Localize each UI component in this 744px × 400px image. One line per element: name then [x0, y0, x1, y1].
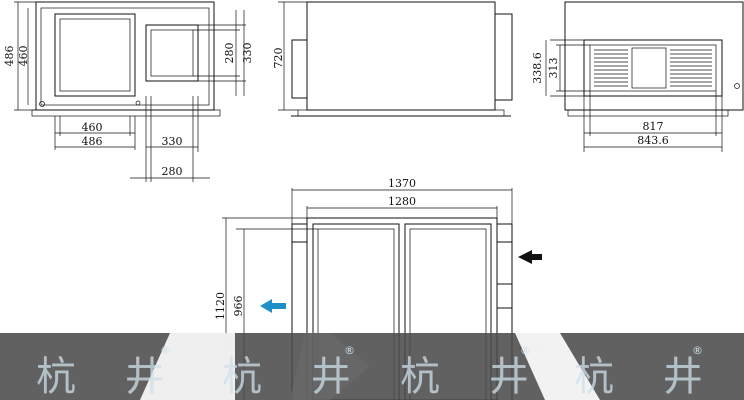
rear-center-panel [631, 47, 667, 89]
top-outer-frame [306, 217, 498, 400]
top-depth-inner-label: 966 [232, 296, 245, 317]
side-base [297, 109, 505, 117]
rear-height-inner-label: 313 [547, 58, 560, 79]
front-vent-width-inner-label: 280 [162, 165, 183, 178]
front-vent-height-outer-label: 330 [241, 43, 254, 64]
supply-air-arrow [260, 299, 286, 313]
rear-grille-right [670, 49, 712, 87]
top-bracket-top-right [496, 223, 513, 243]
front-width-inner-label: 460 [82, 121, 103, 134]
front-drain-port [135, 100, 141, 106]
front-outer-frame [35, 1, 215, 111]
top-panel-left-inner [317, 228, 395, 400]
top-length-inner-label: 1280 [388, 195, 416, 208]
watermark-text-1: 杭 井 [36, 354, 183, 400]
watermark-mark-3: ® [520, 344, 531, 357]
watermark-mark-1: ® [160, 344, 171, 357]
rear-grille-left [594, 49, 628, 87]
rear-height-outer-label: 338.6 [531, 52, 544, 84]
front-height-total-label: 486 [3, 46, 16, 67]
front-base [31, 109, 221, 117]
front-vent-panel [145, 24, 199, 82]
rear-grille-frame [583, 39, 723, 97]
front-view: 486 460 280 330 460 486 330 280 [3, 1, 254, 182]
front-large-panel [54, 13, 136, 97]
side-height-label: 720 [272, 48, 285, 69]
front-large-panel-inner [59, 18, 131, 92]
watermark-mark-4: ® [692, 344, 703, 357]
rear-base [567, 109, 729, 117]
top-panel-right [404, 223, 492, 400]
front-width-total-label: 486 [82, 135, 103, 148]
front-height-inner-label: 460 [17, 46, 30, 67]
top-depth-total-label: 1120 [214, 292, 227, 320]
top-bracket-top-left [291, 223, 308, 243]
top-duct-right [496, 283, 513, 309]
watermark-text-4: 杭 井 [574, 354, 721, 400]
top-panel-right-inner [409, 228, 487, 400]
front-vent-height-inner-label: 280 [223, 43, 236, 64]
watermark: 杭 井 ® 杭 井 ® 杭 井 ® 杭 井 ® [36, 344, 721, 400]
rear-width-inner-label: 817 [643, 120, 664, 133]
top-length-total-label: 1370 [388, 177, 416, 190]
front-vent-panel-inner [150, 29, 194, 77]
side-view: 720 [272, 1, 513, 117]
rear-drain-port [734, 83, 740, 89]
bottom-band [0, 333, 744, 400]
side-body [306, 1, 496, 111]
return-air-arrow [518, 250, 542, 264]
watermark-text-2: 杭 井 [222, 354, 369, 400]
rear-width-outer-label: 843.6 [637, 134, 669, 147]
side-duct-right [494, 13, 513, 101]
rear-view: 338.6 313 817 843.6 [531, 1, 744, 152]
front-foot-left [39, 101, 45, 107]
front-inner-frame [40, 7, 210, 106]
watermark-mark-2: ® [344, 344, 355, 357]
top-panel-left [312, 223, 400, 400]
watermark-text-3: 杭 井 [400, 354, 547, 400]
front-vent-width-outer-label: 330 [162, 135, 183, 148]
rear-grille-inner [589, 44, 717, 92]
side-duct-left [291, 39, 308, 99]
